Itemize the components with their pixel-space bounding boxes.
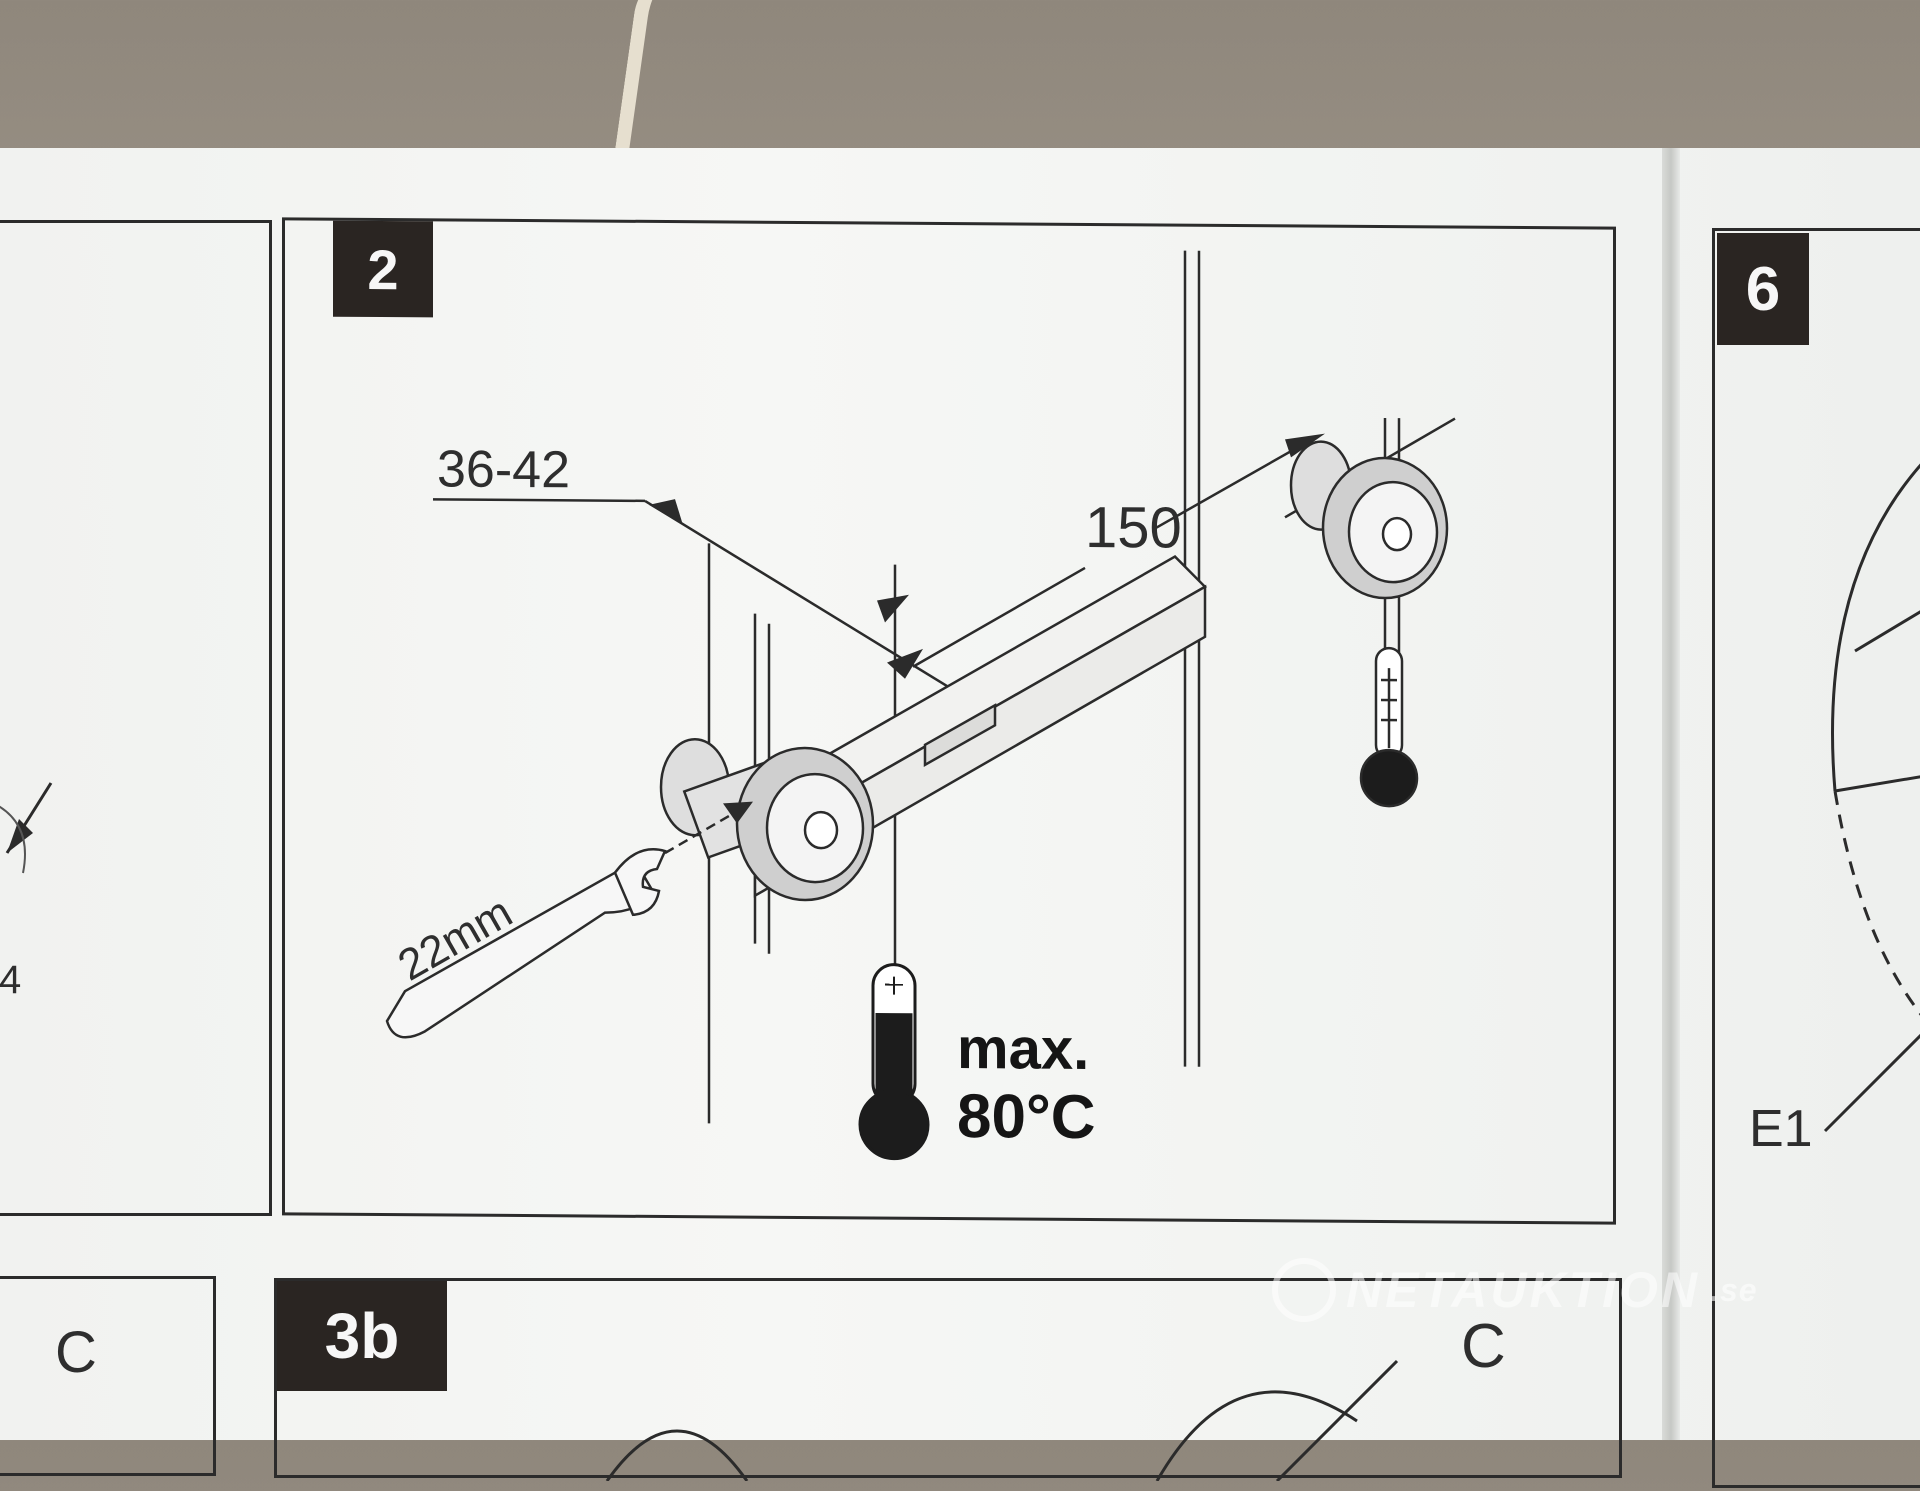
dim-arrow-mid	[877, 594, 909, 622]
dim-arrow-left	[649, 499, 683, 525]
step-2-illustration	[285, 220, 1619, 1227]
watermark: NETAUKTION .se	[1272, 1258, 1758, 1322]
left-panel-label-4: 4	[0, 958, 21, 1003]
dimension-lines	[433, 245, 1455, 1128]
page-fold	[1662, 148, 1680, 1440]
temp-limit-line1: max.	[957, 1015, 1089, 1083]
watermark-suffix: .se	[1710, 1272, 1757, 1309]
left-fitting	[661, 739, 873, 900]
left-panel-drawing	[0, 223, 275, 1219]
dimension-width-label: 150	[1085, 494, 1182, 562]
left-panel-label-c: C	[55, 1319, 97, 1386]
temp-limit-line2: 80°C	[957, 1081, 1096, 1153]
step-2-panel: 2	[282, 217, 1616, 1224]
step-6-label-e1: E1	[1749, 1099, 1813, 1159]
left-panel-top: 4	[0, 220, 272, 1216]
watermark-logo-icon	[1272, 1258, 1336, 1322]
dimension-spacing-label: 36-42	[437, 439, 570, 500]
thermometer-max-icon	[860, 964, 928, 1158]
watermark-name: NETAUKTION	[1346, 1261, 1700, 1319]
left-panel-bottom: C	[0, 1276, 216, 1476]
thermometer-icon	[1361, 648, 1417, 806]
cable	[614, 0, 715, 164]
right-fitting	[1291, 441, 1447, 598]
instruction-sheet: 4 C 2	[0, 148, 1920, 1440]
